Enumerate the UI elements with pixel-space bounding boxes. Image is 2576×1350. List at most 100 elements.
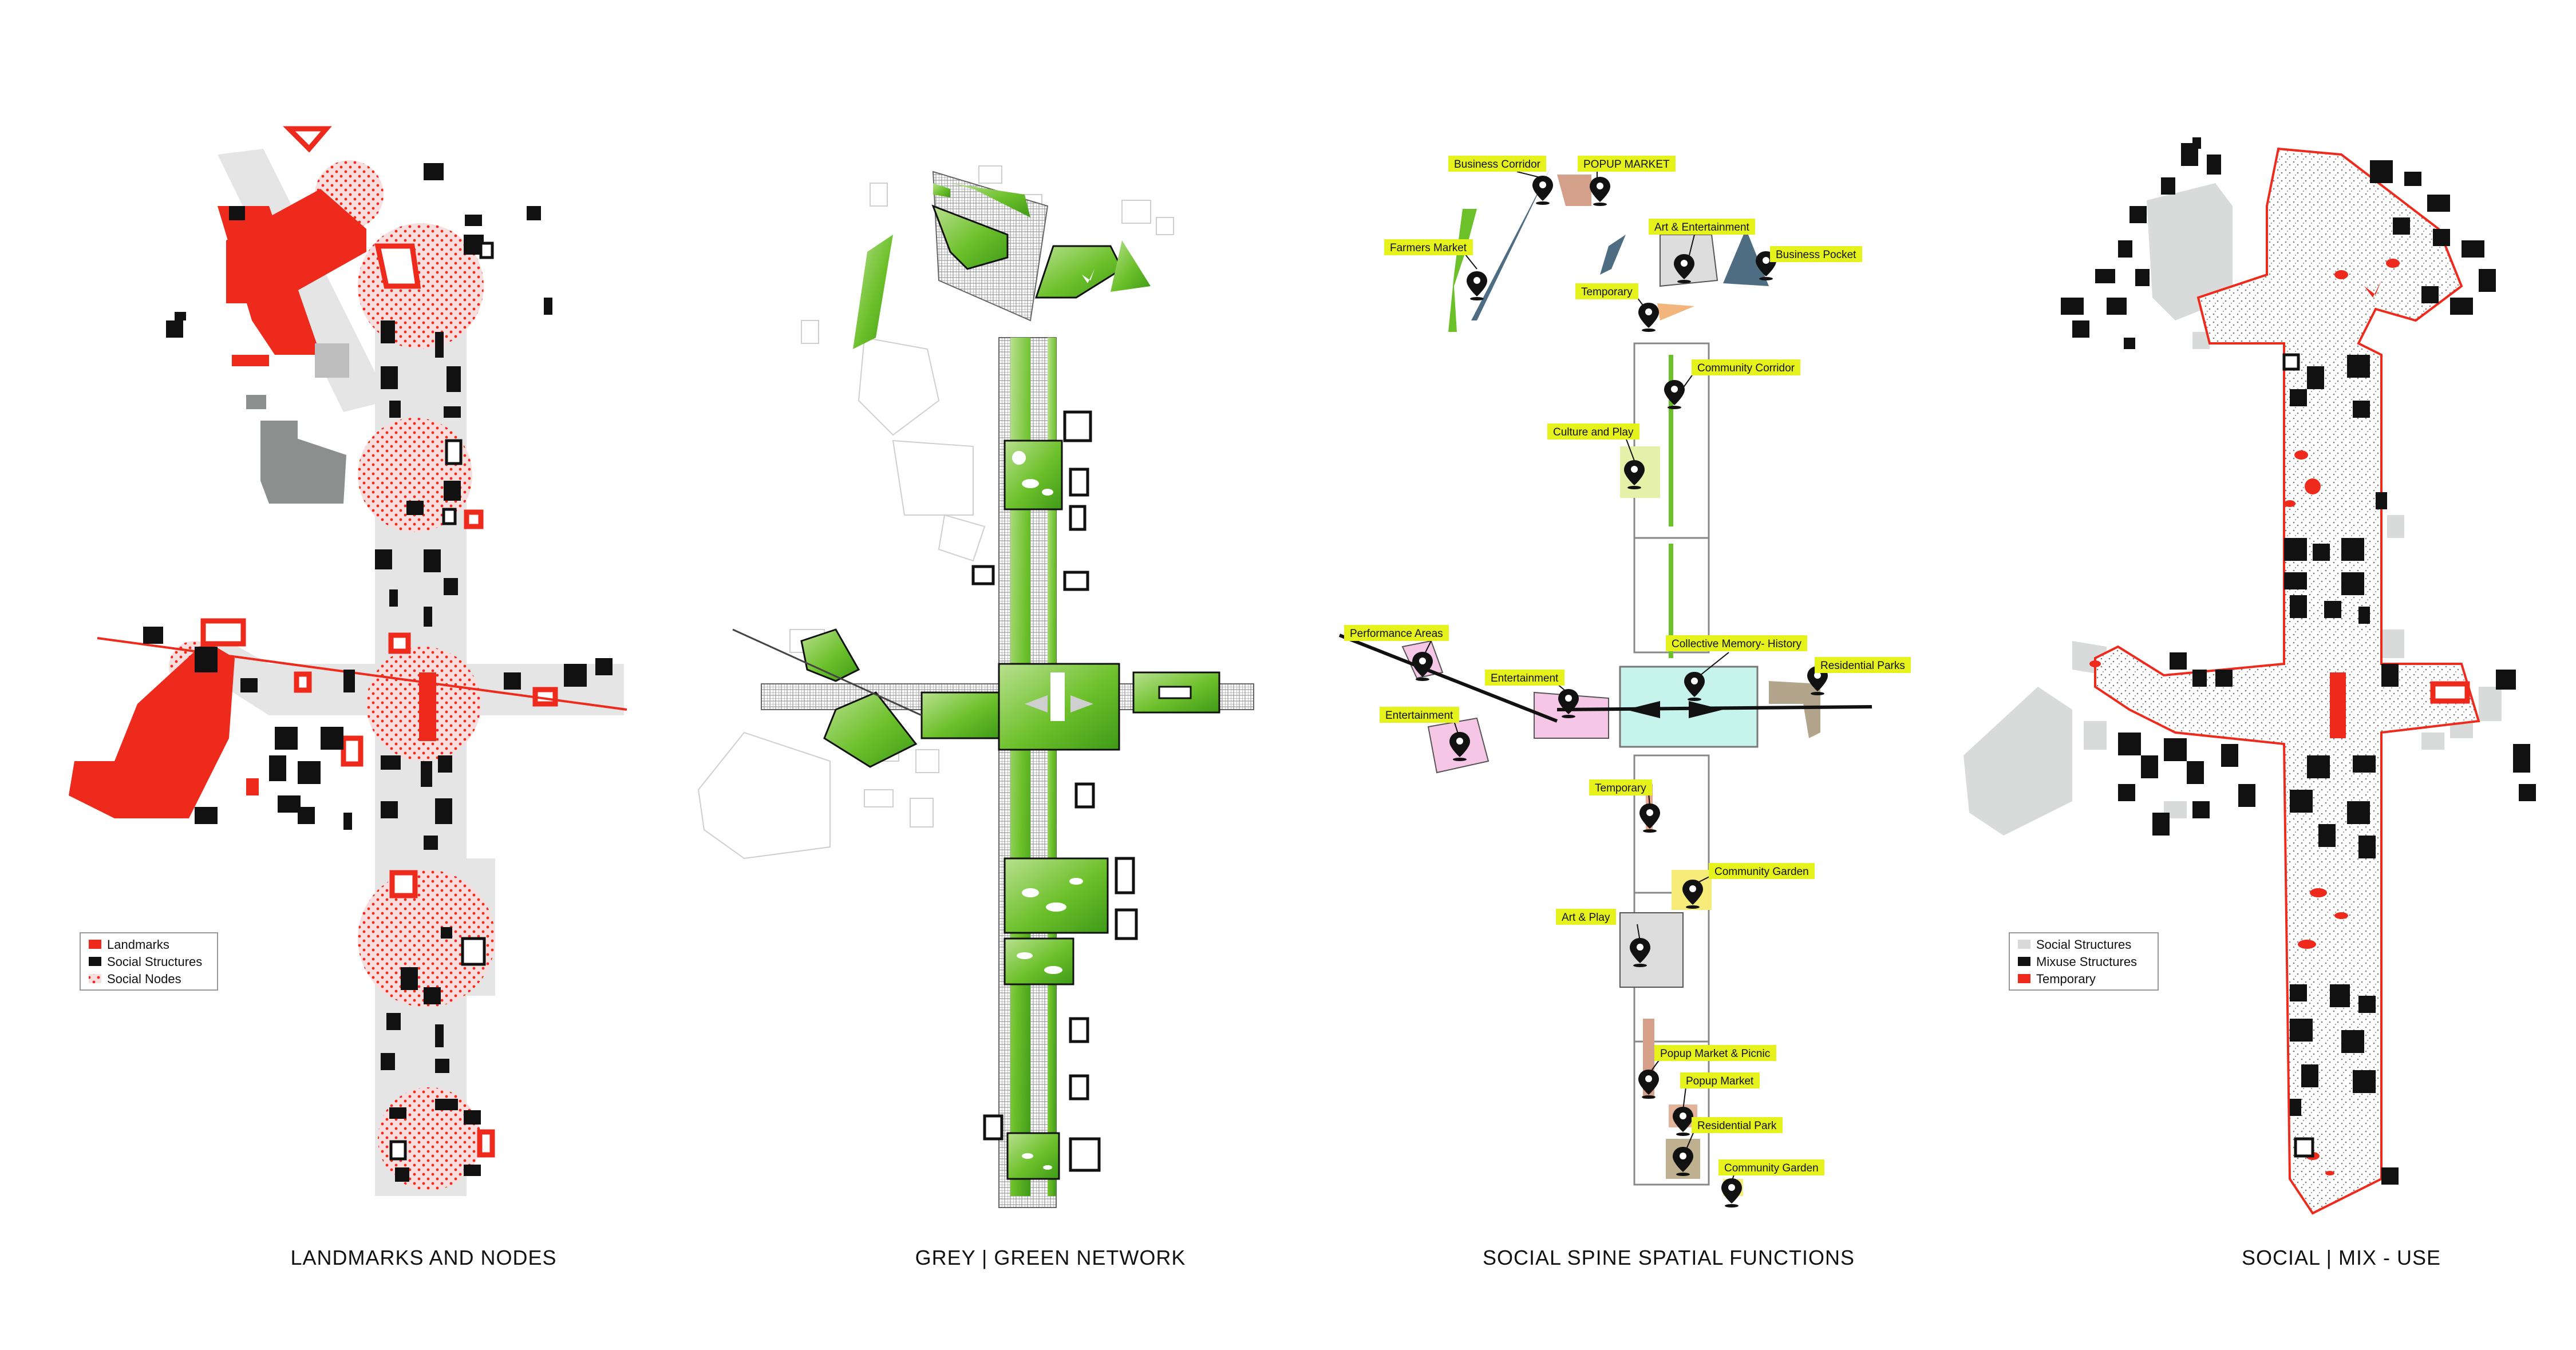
function-label: POPUP MARKET (1578, 156, 1676, 180)
landmark-axis (97, 637, 627, 711)
svg-text:Art & Entertainment: Art & Entertainment (1654, 221, 1750, 233)
pavilion (1158, 686, 1192, 699)
legend-swatch-temporary (2018, 974, 2030, 983)
svg-text:Community Garden: Community Garden (1724, 1162, 1819, 1174)
landmark (69, 641, 235, 818)
legend-label: Landmarks (107, 937, 169, 952)
social-node (358, 870, 495, 1007)
temporary (2330, 672, 2346, 738)
landmark (477, 1129, 495, 1158)
zone-business-pocket (1723, 229, 1769, 286)
svg-text:Business Corridor: Business Corridor (1454, 159, 1541, 171)
function-label: Entertainment (1380, 707, 1459, 736)
zone-art-play (1619, 912, 1684, 988)
panel-title: GREY | GREEN NETWORK (915, 1246, 1186, 1269)
svg-text:Business Pocket: Business Pocket (1776, 249, 1856, 261)
social-node (358, 418, 472, 532)
green-corridor (853, 235, 893, 349)
legend-box (2009, 932, 2159, 991)
panel-spatial-functions: Business Corridor POPUP MARKET Art & Ent… (1338, 156, 1911, 1269)
legend-label: Mixuse Structures (2036, 955, 2137, 969)
landmark (389, 870, 418, 898)
panel-title: SOCIAL | MIX - USE (2242, 1246, 2441, 1269)
green-park (1003, 937, 1074, 985)
landmark (218, 206, 321, 355)
zone-community-corridor (1669, 355, 1673, 526)
zone-temporary (1657, 303, 1694, 320)
panel-grey-green-network: GREY | GREEN NETWORK (697, 165, 1254, 1269)
svg-text:Community Corridor: Community Corridor (1697, 362, 1795, 374)
existing-block (315, 343, 349, 378)
svg-text:Residential Park: Residential Park (1697, 1120, 1777, 1132)
function-label: Residential Park (1685, 1117, 1783, 1151)
function-label: Temporary (1589, 779, 1652, 807)
landmark (246, 778, 259, 795)
landmark (232, 355, 269, 366)
landmark (200, 618, 246, 647)
legend-label: Temporary (2036, 972, 2096, 986)
svg-text:Farmers Market: Farmers Market (1390, 242, 1467, 254)
legend-swatch-mixuse-structures (2018, 957, 2030, 966)
green-west-park (823, 691, 918, 768)
function-label: Collective Memory- History (1666, 635, 1807, 676)
svg-text:Entertainment: Entertainment (1385, 710, 1453, 722)
legend-swatch-social-structures (89, 957, 101, 966)
legend-social: Social Structures Mixuse Structures Temp… (2009, 932, 2159, 991)
green-corridor (950, 183, 1030, 217)
axis-marker (1626, 701, 1660, 718)
zone-business-pocket (1600, 235, 1626, 275)
function-label: Performance Areas (1344, 625, 1449, 653)
temporary-star (2364, 280, 2381, 298)
legend-swatch-landmarks (89, 940, 101, 949)
function-label: Culture and Play (1547, 423, 1639, 461)
svg-text:Entertainment: Entertainment (1491, 672, 1559, 684)
zone-farmers-market (1448, 209, 1477, 332)
green-park-north (1034, 245, 1123, 299)
legend-swatch-social-structures (2018, 940, 2030, 949)
svg-text:Community Garden: Community Garden (1714, 866, 1809, 878)
zone-residential-parks (1769, 681, 1820, 738)
green-park (1003, 440, 1063, 510)
svg-text:Performance Areas: Performance Areas (1350, 628, 1443, 640)
diagonal-path (732, 628, 922, 716)
svg-text:POPUP MARKET: POPUP MARKET (1583, 159, 1670, 171)
green-cross-park (920, 691, 1000, 739)
temporary-spots (2089, 259, 2400, 1175)
svg-text:Collective Memory- History: Collective Memory- History (1672, 638, 1801, 650)
function-label: Business Corridor (1448, 156, 1546, 178)
existing-block (246, 395, 266, 409)
function-label: Temporary (1575, 283, 1646, 310)
legend-landmarks: Landmarks Social Structures Social Nodes (80, 932, 218, 991)
panel-landmarks-and-nodes: Landmarks Social Structures Social Nodes… (69, 126, 627, 1269)
svg-text:Culture and Play: Culture and Play (1553, 426, 1634, 438)
function-label: Popup Market & Picnic (1649, 1045, 1776, 1074)
function-label: Farmers Market (1384, 239, 1477, 270)
function-label: Community Garden (1694, 863, 1815, 885)
landmark (388, 632, 411, 654)
green-park-north (1111, 240, 1151, 292)
zone-popup-market (1557, 175, 1591, 206)
central-square-monument (1050, 672, 1065, 721)
axis-marker (1689, 701, 1723, 718)
function-label: Residential Parks (1815, 657, 1911, 673)
function-label: Art & Play (1556, 909, 1641, 942)
spine-edge-buildings (971, 410, 1138, 1172)
park-features (1012, 269, 1095, 1170)
green-park-north (931, 204, 1009, 270)
legend-label: Social Structures (2036, 937, 2131, 952)
function-label: Community Garden (1718, 1159, 1824, 1182)
function-label: Community Corridor (1680, 359, 1800, 393)
central-square-paving (1070, 695, 1093, 712)
social-structures (143, 163, 613, 1182)
svg-text:Temporary: Temporary (1581, 286, 1633, 298)
landmark (283, 126, 332, 153)
function-label: Art & Entertainment (1649, 219, 1755, 258)
central-square-paving (1025, 695, 1048, 712)
green-park (1003, 857, 1109, 934)
legend-swatch-social-nodes (89, 974, 101, 983)
zone-community-corridor (1669, 544, 1673, 658)
context-outlines (697, 165, 1174, 860)
function-label: Entertainment (1485, 670, 1568, 693)
landmark (464, 509, 484, 529)
